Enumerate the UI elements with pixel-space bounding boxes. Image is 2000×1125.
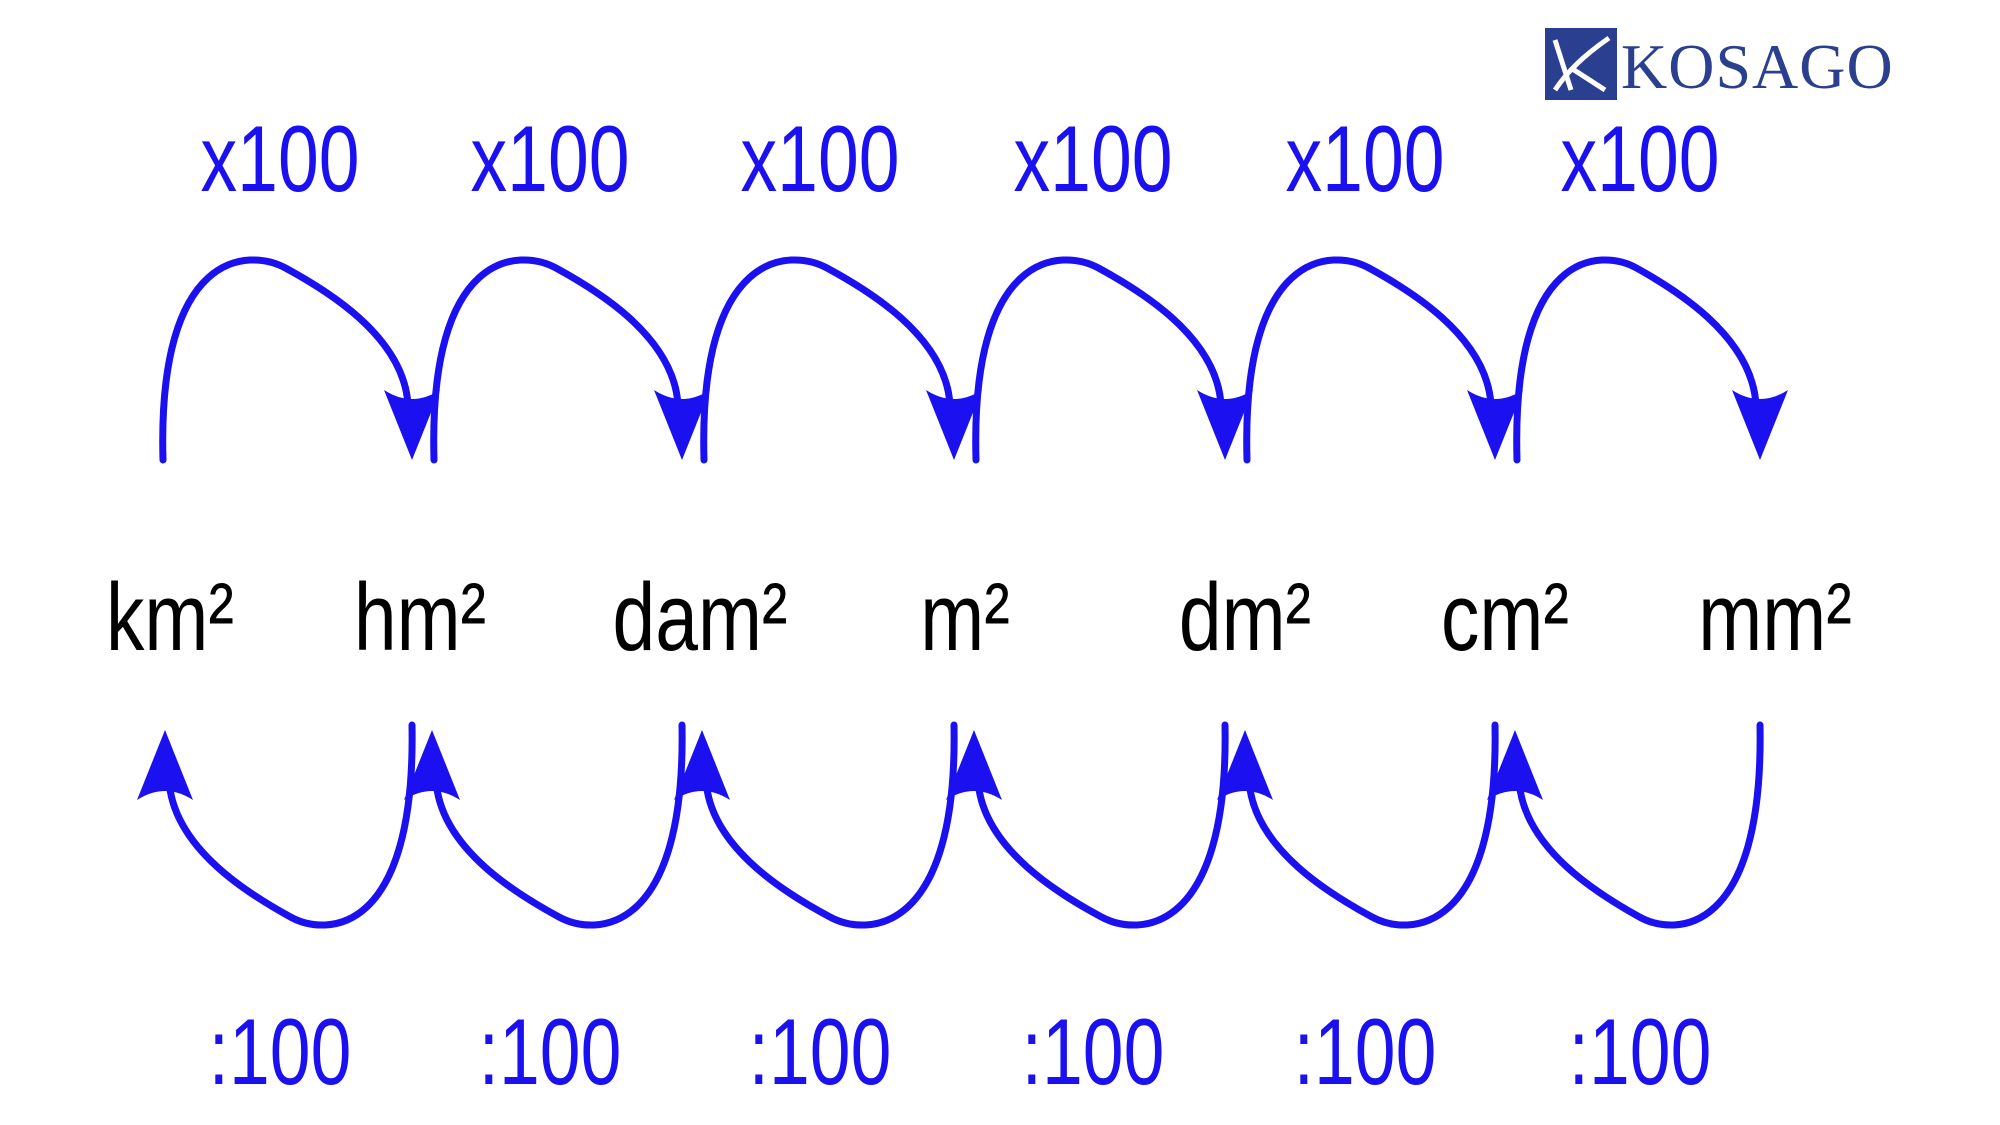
divide-label: :100 [478, 999, 622, 1104]
unit-label-dm2: dm² [1178, 564, 1312, 671]
multiply-arrow [159, 256, 412, 464]
multiply-arrow [700, 256, 954, 464]
multiply-arrowhead [1732, 390, 1788, 460]
divide-arrow [974, 721, 1229, 929]
divide-label: :100 [1293, 999, 1437, 1104]
unit-label-cm2: cm² [1441, 564, 1569, 671]
divide-arrow [165, 721, 416, 929]
multiply-arrow [1243, 256, 1495, 464]
multiply-label: x100 [1560, 106, 1720, 211]
multiply-arrowhead [654, 390, 710, 460]
multiply-label: x100 [470, 106, 630, 211]
divide-arrow [1245, 721, 1499, 929]
multiply-arrowhead [1467, 390, 1523, 460]
multiply-arrow [972, 256, 1225, 464]
multiply-label: x100 [1013, 106, 1173, 211]
multiply-label: x100 [200, 106, 360, 211]
unit-label-km2: km² [106, 564, 234, 671]
kosago-logo-icon [1545, 28, 1617, 100]
divide-label: :100 [748, 999, 892, 1104]
multiply-label: x100 [1285, 106, 1445, 211]
divide-arrow [432, 721, 686, 929]
unit-label-dam2: dam² [612, 564, 788, 671]
unit-label-hm2: hm² [353, 564, 487, 671]
multiply-label: x100 [740, 106, 900, 211]
multiply-arrowhead [384, 390, 440, 460]
multiply-arrowhead [926, 390, 982, 460]
multiply-arrow [1513, 256, 1760, 464]
divide-arrowhead [1487, 730, 1543, 800]
divide-arrowhead [674, 730, 730, 800]
divide-arrowhead [946, 730, 1002, 800]
logo-text: KOSAGO [1621, 31, 1894, 102]
divide-label: :100 [1568, 999, 1712, 1104]
unit-label-m2: m² [920, 564, 1010, 671]
divide-arrow [1515, 721, 1764, 929]
divide-arrowhead [404, 730, 460, 800]
multiply-arrow [430, 256, 682, 464]
multiply-arrowhead [1197, 390, 1253, 460]
unit-label-mm2: mm² [1698, 564, 1852, 671]
divide-arrow [702, 721, 958, 929]
divide-label: :100 [208, 999, 352, 1104]
divide-arrowhead [137, 730, 193, 800]
divide-label: :100 [1021, 999, 1165, 1104]
divide-arrowhead [1217, 730, 1273, 800]
logo: KOSAGO [1545, 28, 1894, 100]
